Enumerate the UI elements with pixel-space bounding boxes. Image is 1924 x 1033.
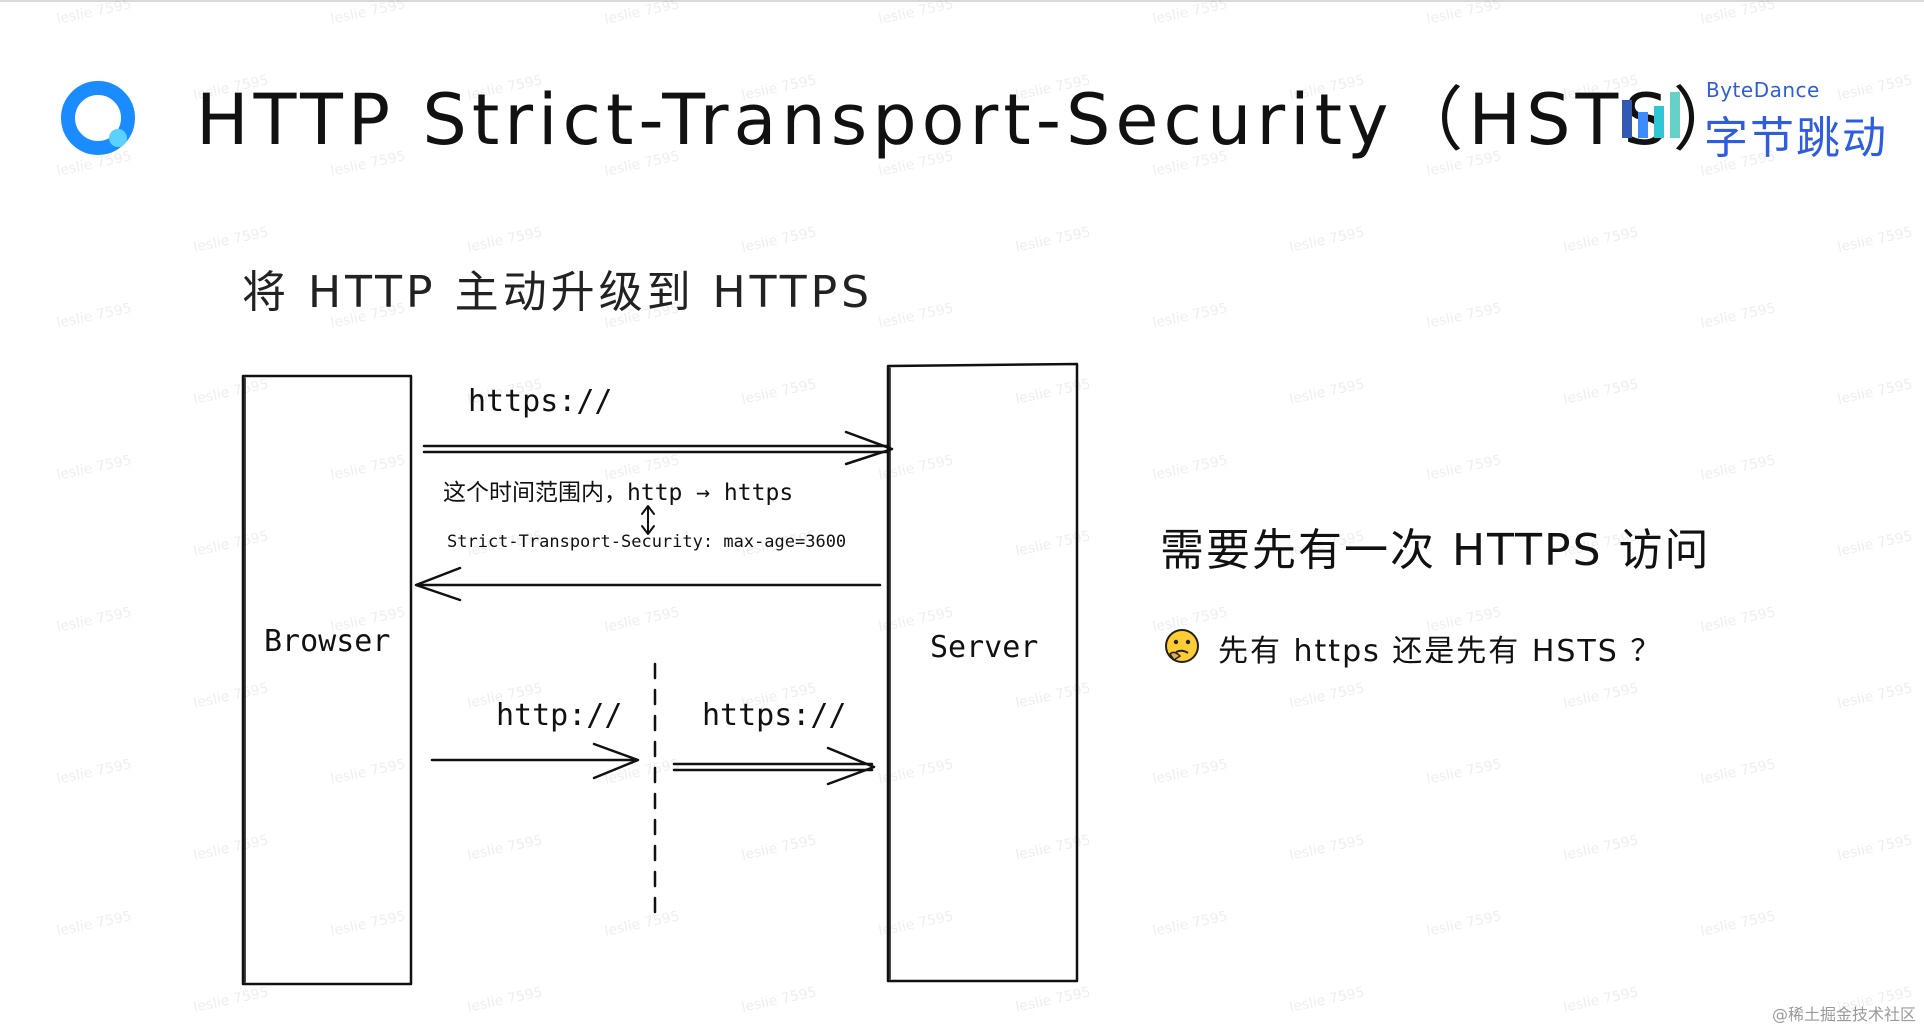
brand-name-cn: 字节跳动 xyxy=(1704,113,1888,164)
app-logo-icon xyxy=(61,81,135,155)
note-heading: 需要先有一次 HTTPS 访问 xyxy=(1160,525,1711,576)
browser-box xyxy=(241,374,413,986)
brand-name-en: ByteDance xyxy=(1706,78,1820,102)
server-box xyxy=(886,362,1079,983)
upgrade-from-label: http:// xyxy=(496,698,623,733)
upgrade-to-label: https:// xyxy=(702,698,847,733)
browser-label: Browser xyxy=(264,624,391,659)
slide-subtitle: 将 HTTP 主动升级到 HTTPS xyxy=(242,267,874,318)
response-arrow xyxy=(414,566,882,602)
bytedance-logo: ByteDance 字节跳动 xyxy=(1620,74,1900,164)
https-forward-arrow xyxy=(672,746,876,786)
request-arrow xyxy=(422,430,894,466)
note-question: 先有 https 还是先有 HSTS ？ xyxy=(1218,634,1663,669)
slide-title: HTTP Strict-Transport-Security（HSTS） xyxy=(196,79,1748,161)
response-header-label: Strict-Transport-Security: max-age=3600 xyxy=(447,532,847,552)
server-label: Server xyxy=(930,630,1039,665)
request-https-label: https:// xyxy=(468,384,613,419)
top-divider xyxy=(0,0,1924,2)
thinking-face-icon xyxy=(1165,629,1199,663)
http-arrow xyxy=(430,742,640,780)
bytedance-bars-icon xyxy=(1622,92,1680,138)
note-range-label: 这个时间范围内，http → https xyxy=(443,480,794,506)
link-double-arrow xyxy=(641,505,655,535)
source-credit: @稀土掘金技术社区 xyxy=(1771,1005,1916,1024)
